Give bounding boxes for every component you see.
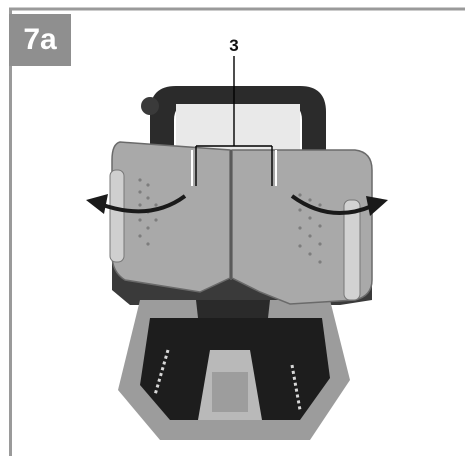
right-grip <box>343 199 361 301</box>
figure-label: 7a <box>9 14 71 66</box>
callout-leader-lines <box>191 56 277 186</box>
right-speaker-grille <box>298 193 322 264</box>
device-handle <box>150 86 326 150</box>
rotate-right-arrow-icon <box>290 194 388 216</box>
base-clip <box>212 372 248 412</box>
rotate-left-arrow-icon <box>86 194 187 214</box>
side-knob <box>141 97 159 115</box>
left-rail-ticks <box>153 349 170 396</box>
right-rail-ticks <box>290 364 302 411</box>
left-grip <box>109 169 125 263</box>
base-hinge <box>196 300 270 318</box>
callout-number: 3 <box>229 36 239 55</box>
left-panel <box>111 141 231 293</box>
handle-opening <box>176 104 300 150</box>
